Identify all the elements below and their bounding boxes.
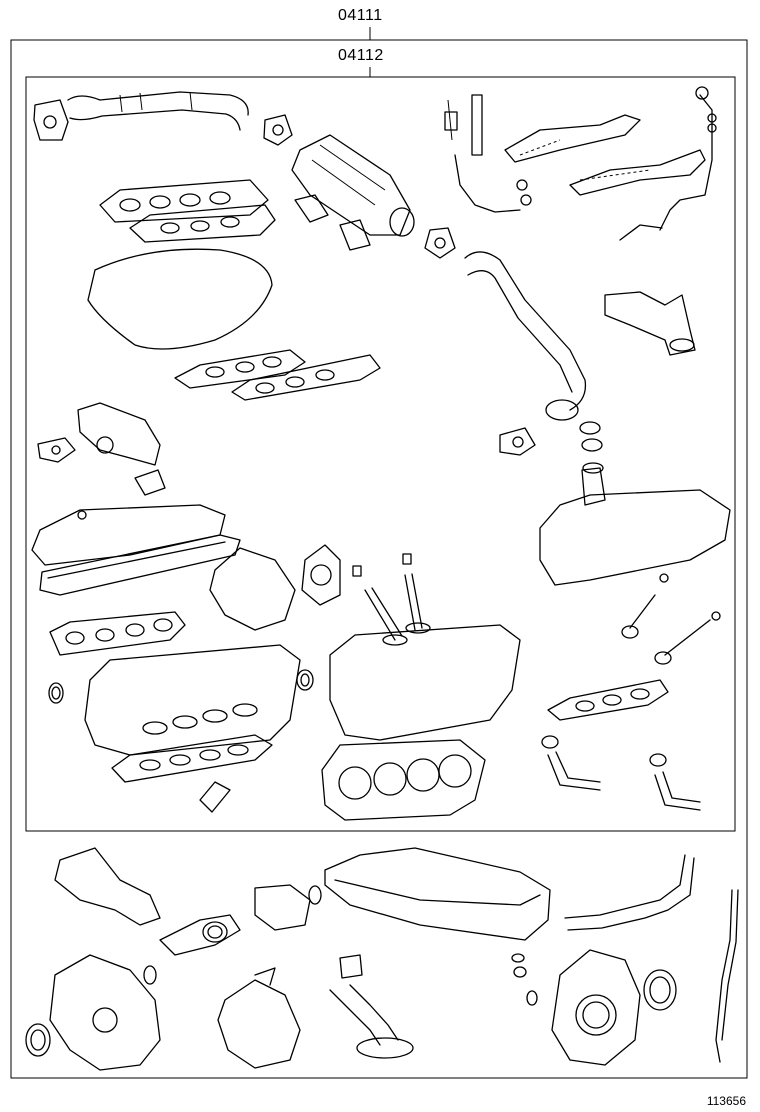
converter-gasket (424, 227, 456, 259)
thermostat-housing-gasket (254, 884, 322, 931)
head-gasket-bores (321, 739, 486, 821)
oil-pipes-right (541, 735, 701, 811)
oil-pan-gasket (324, 847, 551, 941)
exhaust-manifold-gasket-bottom (111, 734, 273, 783)
figure-id: 113656 (706, 1094, 746, 1108)
exhaust-flange-gasket (33, 99, 69, 141)
front-exhaust-pipe (464, 251, 587, 421)
cylinder-head-gasket-center (329, 624, 521, 741)
pipe-gasket-ring (499, 421, 603, 456)
flange-gasket-left (37, 437, 166, 496)
water-pump-gasket (209, 547, 296, 631)
camshaft-seals (48, 669, 314, 704)
exhaust-manifold-gasket-left (49, 611, 186, 656)
valve-cover-gasket-right (539, 462, 731, 586)
outer-kit-frame (10, 39, 748, 1079)
intake-manifold-gasket-upper (99, 179, 269, 223)
outer-kit-number: 04111 (338, 7, 383, 24)
catalytic-converter (291, 134, 415, 237)
inner-kit-number: 04112 (338, 47, 384, 64)
water-bypass-pipe (564, 854, 695, 931)
pipe-gasket-small (263, 114, 293, 146)
valve-cover-gasket-left (31, 504, 241, 596)
timing-cover-gasket-small (77, 402, 161, 466)
timing-cover-upper (54, 847, 161, 926)
water-outlet-housing (604, 291, 696, 356)
water-pump-elbow (159, 914, 241, 956)
intake-manifold-gasket-lower (129, 204, 276, 243)
oil-dipstick-guide (715, 889, 739, 1063)
spark-plug-tubes (621, 573, 721, 665)
exhaust-gasket-right (547, 679, 669, 721)
rear-crankshaft-seal (643, 969, 677, 1011)
oil-strainer (329, 954, 414, 1059)
oil-pump-body (217, 967, 301, 1069)
drain-plug-gaskets (511, 953, 538, 1006)
timing-cover-lower (49, 954, 161, 1071)
fuel-rail-injectors (504, 114, 706, 196)
inner-kit-frame (25, 76, 736, 832)
oil-seal-small (301, 544, 341, 606)
small-flange-gaskets (294, 194, 371, 251)
small-clip (199, 781, 231, 813)
fuel-line-left (444, 94, 532, 213)
rear-oil-seal-retainer (551, 949, 641, 1066)
intake-gasket-left-large (84, 644, 301, 756)
egr-pipe (67, 91, 249, 131)
intake-plenum-gasket (87, 248, 273, 350)
crankshaft-front-seal (25, 1023, 51, 1057)
valves (352, 553, 431, 646)
exhaust-manifold-gaskets-mid (174, 349, 381, 401)
fuel-line-right (619, 86, 717, 241)
